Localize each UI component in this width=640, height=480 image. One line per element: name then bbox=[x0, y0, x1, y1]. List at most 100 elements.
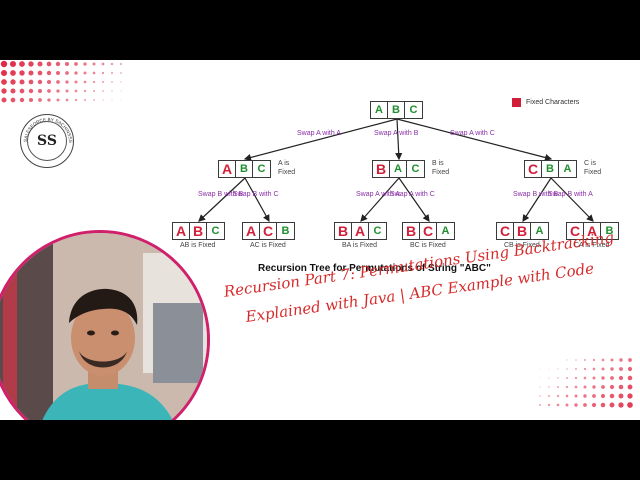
pattern-dot bbox=[83, 80, 87, 84]
channel-logo: SALESFORCE BY SACHINSSS SS bbox=[20, 114, 74, 168]
pattern-dot bbox=[0, 69, 8, 77]
pattern-dot bbox=[74, 62, 78, 66]
pattern-dot bbox=[548, 377, 550, 379]
node-caption: CB is Fixed bbox=[504, 242, 540, 249]
node-caption: CA is Fixed bbox=[574, 242, 610, 249]
pattern-dot bbox=[618, 402, 624, 408]
pattern-dot bbox=[28, 79, 34, 85]
svg-text:SALESFORCE BY SACHINSSS: SALESFORCE BY SACHINSSS bbox=[23, 117, 73, 143]
pattern-dot bbox=[56, 80, 60, 84]
pattern-dot bbox=[565, 385, 569, 389]
node-caption: BC is Fixed bbox=[410, 242, 446, 249]
pattern-dot bbox=[618, 384, 624, 390]
pattern-dot bbox=[610, 376, 614, 380]
logo-ring-text: SALESFORCE BY SACHINSSS bbox=[23, 117, 73, 143]
node-note: C is Fixed bbox=[584, 160, 602, 176]
node-cell: B bbox=[335, 223, 352, 239]
node-cell: C bbox=[420, 223, 437, 239]
pattern-dot bbox=[547, 403, 551, 407]
edge-label: Swap B with A bbox=[548, 190, 593, 198]
pattern-dot bbox=[548, 359, 550, 361]
pattern-dot bbox=[610, 367, 614, 371]
node-cell: B bbox=[514, 223, 531, 239]
pattern-dot bbox=[83, 62, 87, 66]
pattern-dot bbox=[65, 89, 69, 93]
node-cell: A bbox=[352, 223, 369, 239]
pattern-dot bbox=[566, 359, 568, 361]
pattern-dot bbox=[111, 81, 113, 83]
tree-edge bbox=[198, 177, 246, 222]
node-cell: C bbox=[567, 223, 584, 239]
pattern-dot bbox=[1, 79, 7, 85]
node-cell: B bbox=[542, 161, 559, 177]
pattern-dot bbox=[592, 385, 596, 389]
pattern-dot bbox=[1, 97, 7, 103]
node-note: A is Fixed bbox=[278, 160, 296, 176]
pattern-dot bbox=[74, 98, 78, 102]
pattern-dot bbox=[601, 385, 605, 389]
pattern-dot bbox=[19, 88, 25, 94]
pattern-dot bbox=[19, 61, 25, 67]
node-cell: A bbox=[563, 163, 572, 175]
pattern-dot bbox=[92, 80, 96, 84]
pattern-dot bbox=[609, 402, 615, 408]
pattern-dot bbox=[56, 89, 60, 93]
pattern-dot bbox=[37, 70, 43, 76]
node-cell: B bbox=[388, 102, 405, 118]
pattern-dot bbox=[610, 358, 614, 362]
pattern-dot bbox=[83, 89, 87, 93]
pattern-dot bbox=[601, 367, 605, 371]
pattern-dot bbox=[74, 80, 78, 84]
pattern-dot bbox=[65, 71, 69, 75]
pattern-dot bbox=[28, 88, 34, 94]
pattern-dot bbox=[584, 359, 586, 361]
edge-label: Swap A with C bbox=[450, 130, 495, 137]
pattern-dot bbox=[627, 366, 633, 372]
pattern-dot bbox=[618, 375, 624, 381]
pattern-dot bbox=[102, 90, 104, 92]
pattern-dot bbox=[47, 98, 51, 102]
pattern-dot bbox=[574, 376, 578, 380]
legend-label: Fixed Characters bbox=[526, 99, 580, 106]
pattern-dot bbox=[601, 376, 605, 380]
edge-label: Swap A with C bbox=[390, 190, 435, 198]
pattern-dot bbox=[120, 99, 122, 101]
node-cell: A bbox=[535, 225, 544, 237]
pattern-dot bbox=[120, 72, 122, 74]
pattern-dot bbox=[628, 358, 632, 362]
tree-edge bbox=[243, 118, 398, 161]
node-note: B is Fixed bbox=[432, 160, 450, 176]
pattern-dot bbox=[539, 359, 541, 361]
node-cell: C bbox=[373, 225, 382, 237]
pattern-dot bbox=[556, 403, 560, 407]
node-cell: B bbox=[236, 161, 253, 177]
node-cell: C bbox=[211, 225, 220, 237]
edge-label: Swap A with B bbox=[374, 130, 419, 137]
pattern-dot bbox=[627, 384, 633, 390]
pattern-dot bbox=[111, 90, 113, 92]
pattern-dot bbox=[37, 88, 43, 94]
pattern-dot bbox=[600, 393, 606, 399]
pattern-dot bbox=[120, 90, 122, 92]
node-cell: A bbox=[173, 223, 190, 239]
pattern-dot bbox=[557, 359, 559, 361]
pattern-dot bbox=[19, 97, 25, 103]
pattern-dot bbox=[46, 70, 52, 76]
pattern-dot bbox=[566, 368, 568, 370]
pattern-dot bbox=[10, 88, 16, 94]
pattern-dot bbox=[101, 80, 105, 84]
pattern-dot bbox=[601, 358, 605, 362]
pattern-dot bbox=[583, 385, 587, 389]
pattern-dot bbox=[574, 394, 578, 398]
node-cell: C bbox=[260, 223, 277, 239]
pattern-dot bbox=[111, 99, 113, 101]
pattern-dot bbox=[120, 81, 122, 83]
tree-edge bbox=[244, 177, 270, 223]
pattern-dot bbox=[1, 88, 7, 94]
node-cell: A bbox=[584, 223, 601, 239]
